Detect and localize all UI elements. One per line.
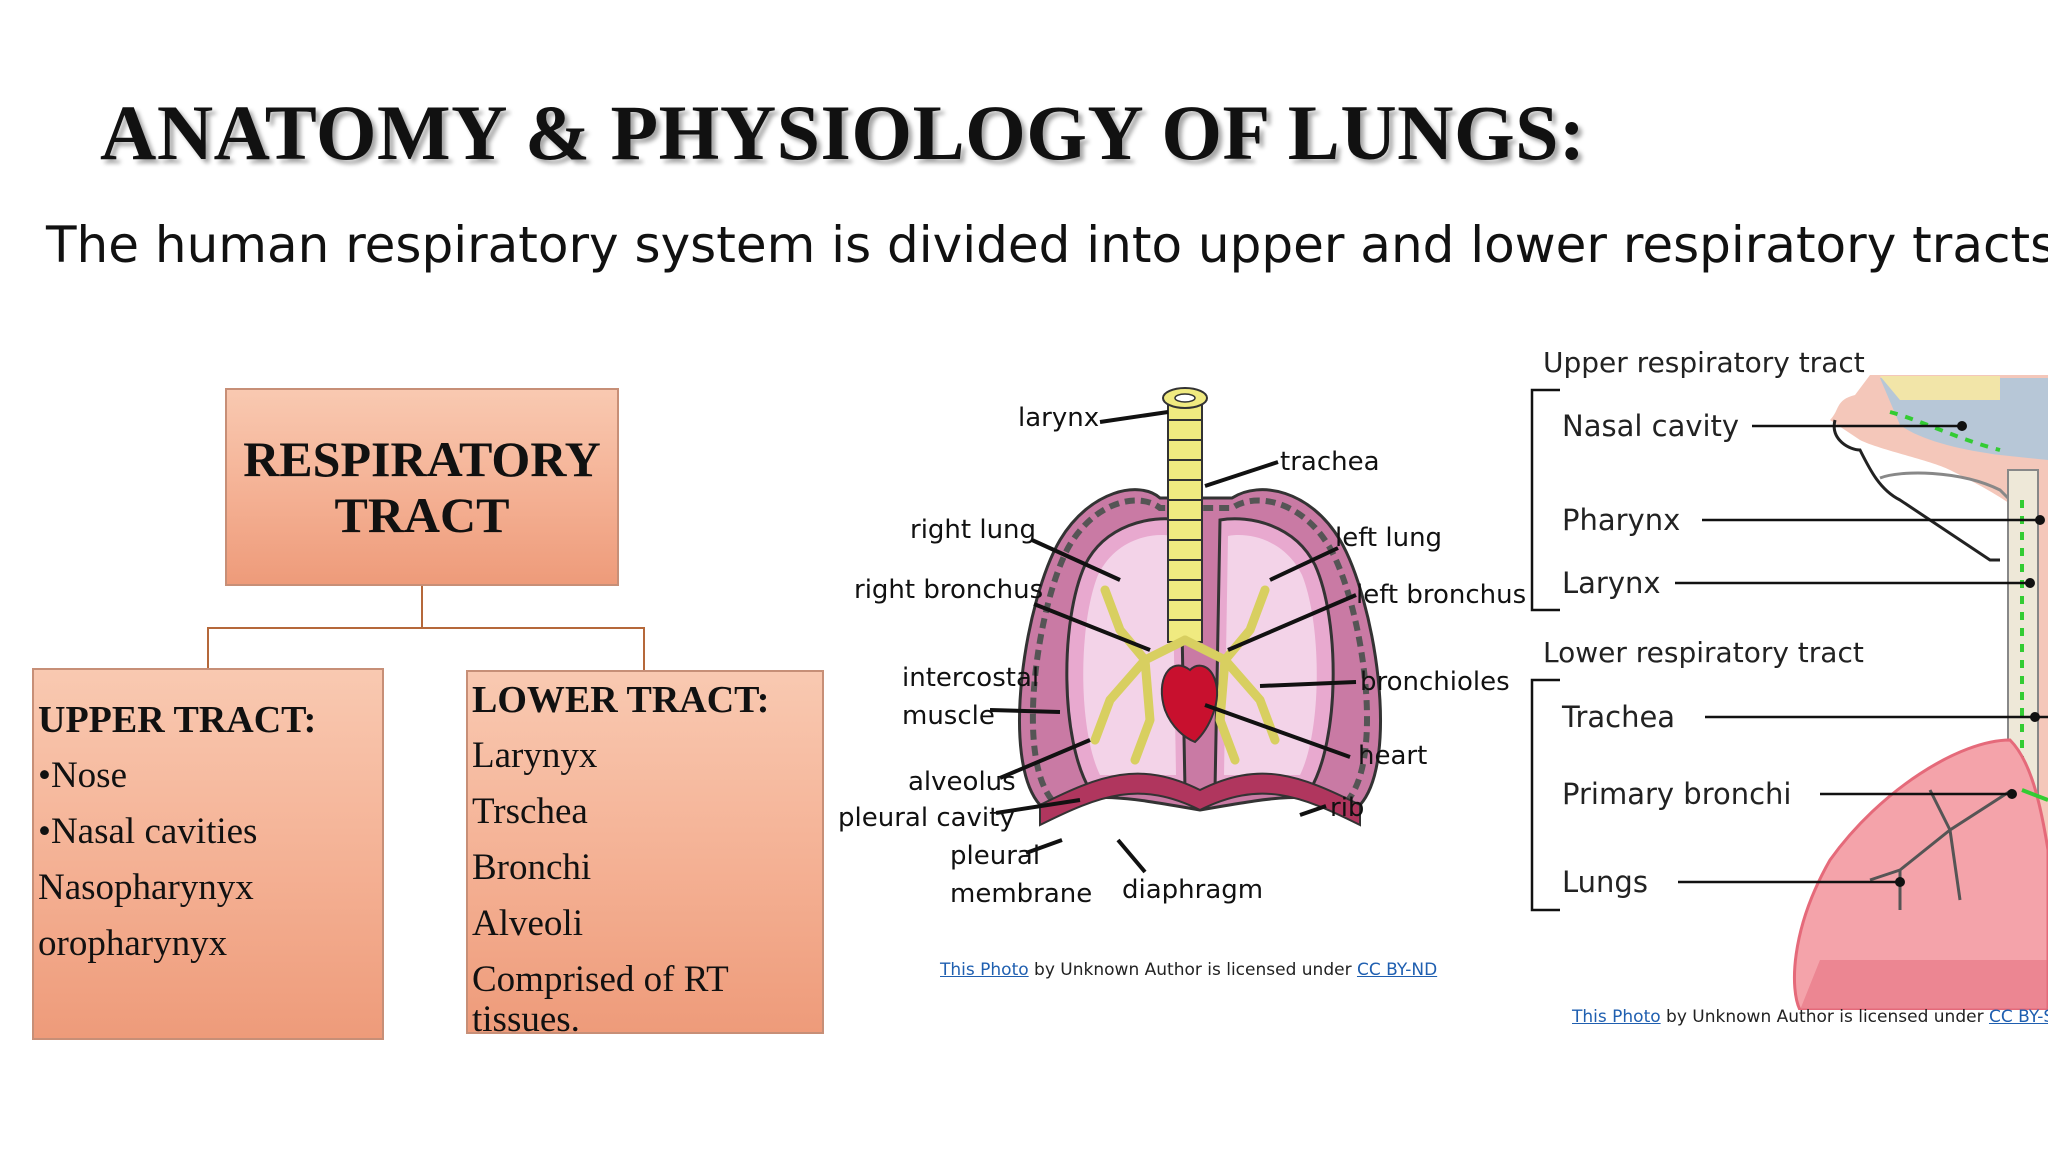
label-left-bronchus: left bronchus	[1356, 580, 1526, 610]
label-lungs: Lungs	[1562, 865, 1648, 899]
label-primary-bronchi: Primary bronchi	[1562, 777, 1791, 811]
label-right-bronchus: right bronchus	[854, 575, 1043, 605]
lower-tract-item: Larynyx	[472, 735, 598, 776]
label-larynx-tract: Larynx	[1562, 566, 1661, 600]
label-trachea-tract: Trachea	[1561, 700, 1675, 734]
lower-tract-heading: LOWER TRACT:	[472, 679, 770, 721]
lung-anatomy-diagram: larynx trachea right lung left lung righ…	[838, 387, 1526, 909]
label-pharynx: Pharynx	[1562, 503, 1680, 537]
credit-license-link[interactable]: CC BY-ND	[1356, 960, 1438, 980]
credit-text: by Unknown Author is licensed under	[1660, 1007, 1989, 1027]
upper-tract-heading: UPPER TRACT:	[38, 699, 317, 741]
lower-tract-item: Bronchi	[472, 847, 592, 888]
lower-tract-item: Comprised of RT tissues.	[472, 959, 729, 1040]
upper-tract-box: UPPER TRACT: •Nose •Nasal cavities Nasop…	[32, 668, 384, 1040]
label-pleural-cavity: pleural cavity	[838, 803, 1015, 833]
label-bronchioles: bronchioles	[1360, 667, 1510, 697]
label-membrane: membrane	[950, 879, 1092, 909]
label-muscle: muscle	[902, 701, 995, 731]
label-intercostal: intercostal	[902, 663, 1039, 693]
credit-text: by Unknown Author is licensed under	[1028, 960, 1357, 980]
connector-vertical-root	[421, 586, 423, 628]
credit-photo-link[interactable]: This Photo	[1572, 1007, 1661, 1027]
root-label-line2: TRACT	[334, 487, 510, 543]
respiratory-tract-diagram: Upper respiratory tract Nasal cavity Pha…	[1530, 346, 2048, 1010]
label-nasal-cavity: Nasal cavity	[1562, 409, 1739, 443]
lower-tract-item: Alveoli	[472, 903, 583, 944]
upper-respiratory-heading: Upper respiratory tract	[1543, 346, 1865, 379]
lower-tract-item: Trschea	[472, 791, 588, 832]
slide-title: ANATOMY & PHYSIOLOGY OF LUNGS:	[100, 89, 1586, 176]
connector-vertical-lower	[643, 627, 645, 671]
credit-photo-link[interactable]: This Photo	[940, 960, 1029, 980]
slide-subtitle: The human respiratory system is divided …	[46, 216, 2048, 274]
upper-tract-item: Nasopharynyx	[38, 867, 254, 908]
connector-horizontal	[207, 627, 645, 629]
upper-tract-item: •Nose	[38, 755, 127, 796]
root-label-line1: RESPIRATORY	[243, 431, 601, 487]
lower-tract-box: LOWER TRACT: Larynyx Trschea Bronchi Alv…	[466, 670, 824, 1040]
label-larynx: larynx	[1018, 403, 1099, 433]
label-heart: heart	[1358, 741, 1427, 771]
label-rib: rib	[1330, 793, 1364, 823]
label-right-lung: right lung	[910, 515, 1036, 545]
label-diaphragm: diaphragm	[1122, 875, 1263, 905]
upper-tract-item: •Nasal cavities	[38, 811, 258, 852]
label-trachea: trachea	[1280, 447, 1380, 477]
label-alveolus: alveolus	[908, 767, 1016, 797]
label-pleural: pleural	[950, 841, 1040, 871]
lower-respiratory-heading: Lower respiratory tract	[1543, 636, 1864, 669]
credit-license-link[interactable]: CC BY-SA-NC	[1988, 1007, 2048, 1027]
upper-tract-item: oropharynyx	[38, 923, 228, 964]
connector-vertical-upper	[207, 627, 209, 669]
lung-diagram-credit: This Photo by Unknown Author is licensed…	[940, 960, 1437, 980]
respiratory-tract-box: RESPIRATORY TRACT	[225, 388, 619, 586]
tract-diagram-credit: This Photo by Unknown Author is licensed…	[1572, 1007, 2048, 1027]
label-left-lung: left lung	[1335, 523, 1442, 553]
